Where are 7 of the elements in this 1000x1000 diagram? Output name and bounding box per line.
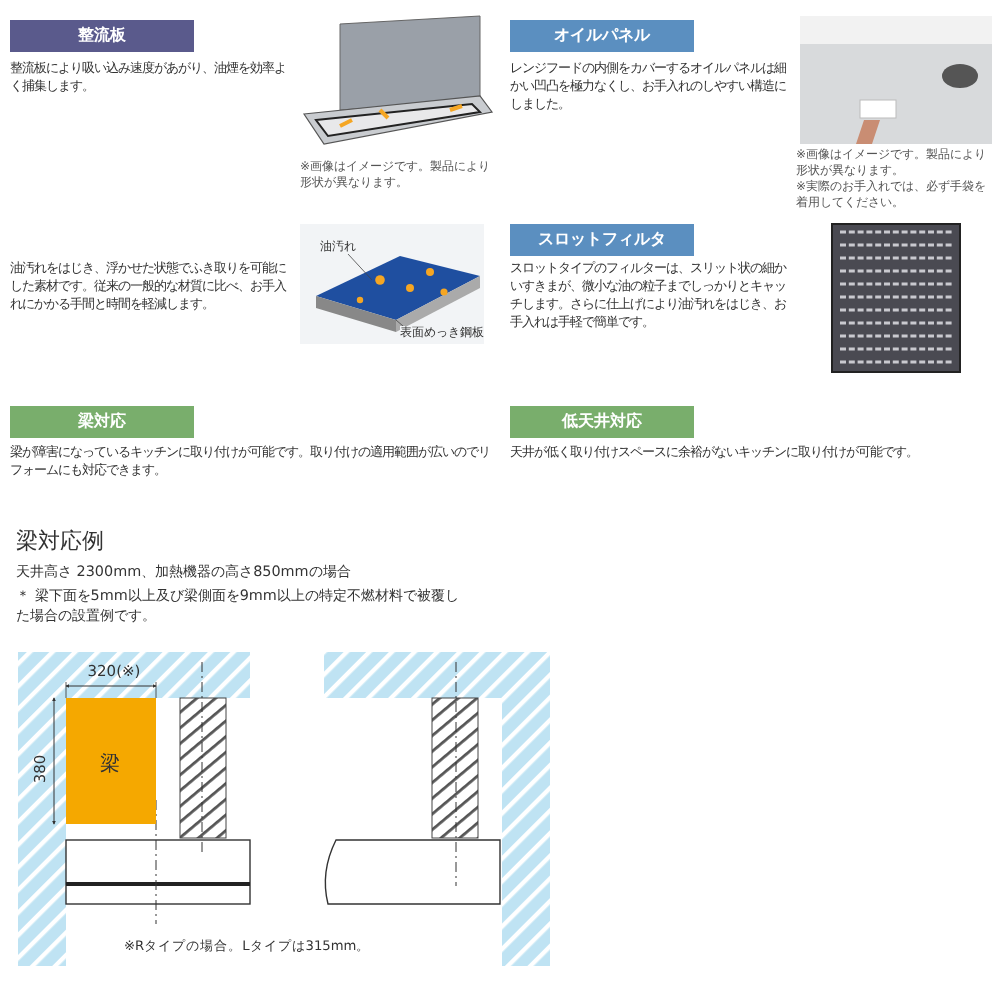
section-heading: 梁対応	[10, 406, 194, 438]
section-heading: 低天井対応	[510, 406, 694, 438]
section-heading: オイルパネル	[510, 20, 694, 52]
section-heading: 整流板	[10, 20, 194, 52]
beam-label: 梁	[98, 752, 122, 780]
section-heading: スロットフィルタ	[510, 224, 694, 256]
section-title: 梁対応例	[16, 526, 106, 558]
